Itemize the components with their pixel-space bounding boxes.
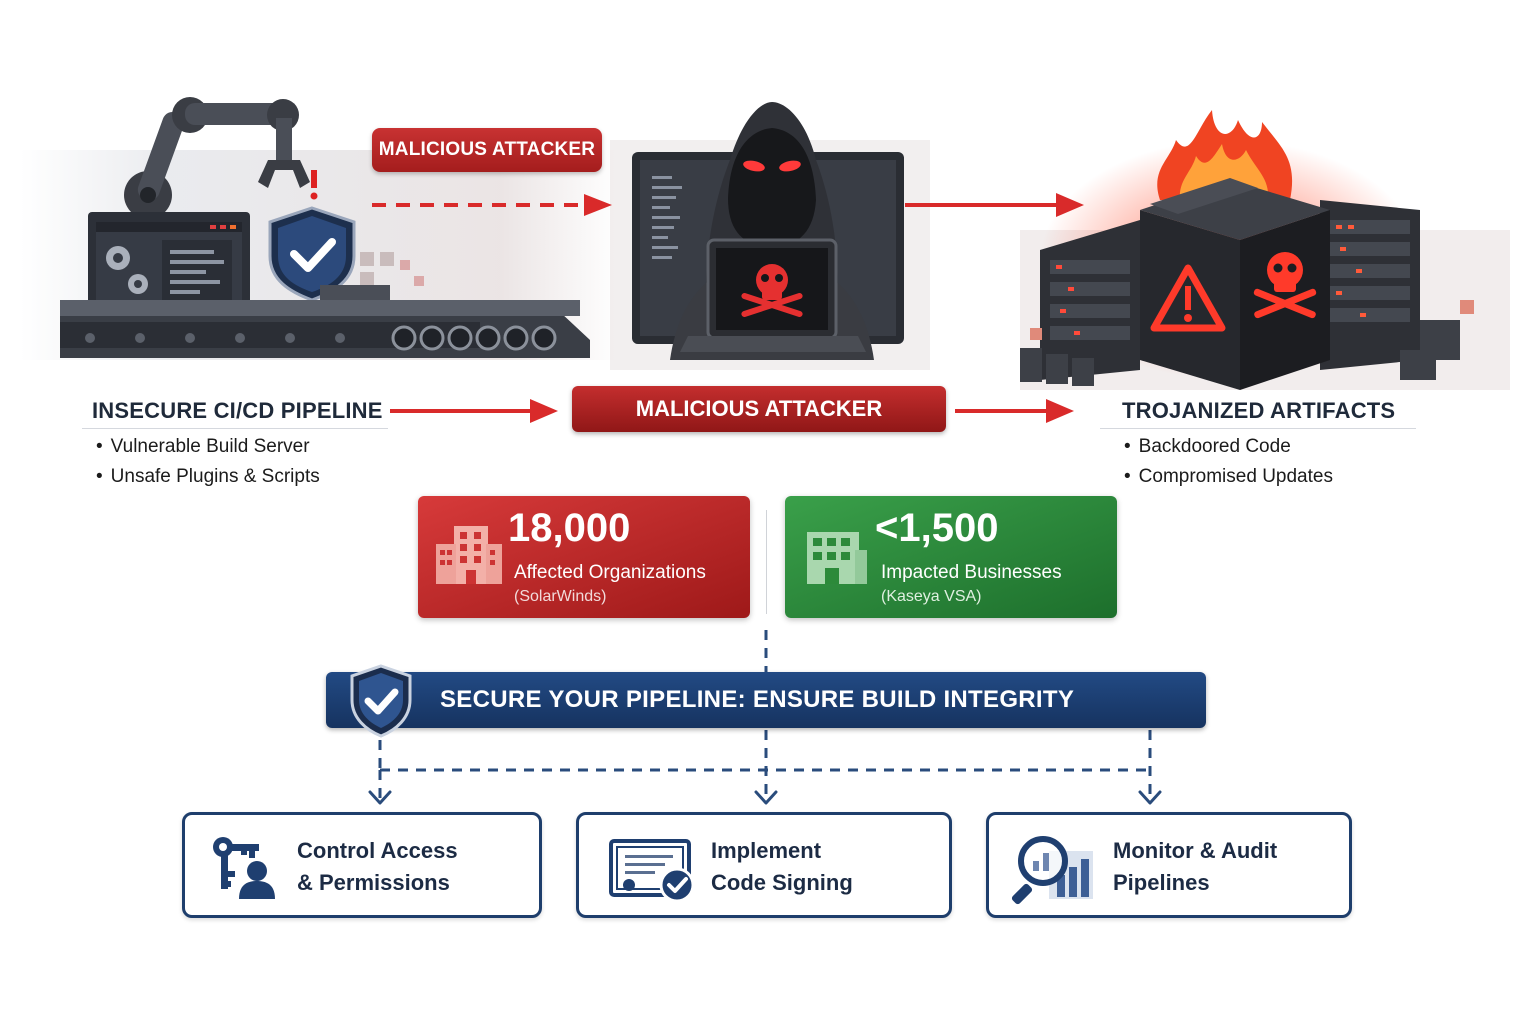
skull-icon <box>741 264 803 317</box>
server-rack-right <box>1320 200 1420 370</box>
divider <box>82 428 388 429</box>
office-building-icon <box>807 532 867 584</box>
action-line-1: Control Access <box>297 838 458 863</box>
stat-label: Impacted Businesses <box>881 562 1062 583</box>
action-line-2: & Permissions <box>297 870 450 895</box>
flow-arrows <box>372 193 1084 423</box>
action-card-monitor[interactable]: Monitor & Audit Pipelines <box>986 812 1352 918</box>
banner-title: SECURE YOUR PIPELINE: ENSURE BUILD INTEG… <box>440 686 1075 713</box>
stat-source: (SolarWinds) <box>514 588 607 605</box>
bullet-item: Vulnerable Build Server <box>96 432 320 462</box>
artifacts-stage-bullets: Backdoored Code Compromised Updates <box>1124 432 1333 492</box>
action-label: Monitor & Audit Pipelines <box>1113 835 1277 899</box>
stat-card-solarwinds: 18,000 Affected Organizations (SolarWind… <box>418 496 750 618</box>
action-line-2: Pipelines <box>1113 870 1210 895</box>
action-card-signing[interactable]: Implement Code Signing <box>576 812 952 918</box>
stat-label: Affected Organizations <box>514 562 706 583</box>
hacker-illustration <box>610 102 930 370</box>
trojan-artifacts-illustration <box>1020 110 1510 390</box>
bullet-item: Compromised Updates <box>1124 462 1333 492</box>
key-user-icon <box>213 837 275 899</box>
stats-divider <box>766 510 767 614</box>
action-line-2: Code Signing <box>711 870 853 895</box>
secure-pipeline-banner: SECURE YOUR PIPELINE: ENSURE BUILD INTEG… <box>326 664 1206 738</box>
shield-check-icon <box>350 664 412 738</box>
office-building-icon <box>436 526 502 584</box>
artifacts-stage-title: TROJANIZED ARTIFACTS <box>1122 398 1396 423</box>
action-line-1: Monitor & Audit <box>1113 838 1278 863</box>
divider <box>1100 428 1416 429</box>
stat-value: 18,000 <box>508 506 631 550</box>
attacker-label-main: MALICIOUS ATTACKER <box>572 386 946 432</box>
action-card-access[interactable]: Control Access & Permissions <box>182 812 542 918</box>
conveyor-belt <box>60 285 590 358</box>
action-line-1: Implement <box>711 838 822 863</box>
bullet-item: Unsafe Plugins & Scripts <box>96 462 320 492</box>
bullet-item: Backdoored Code <box>1124 432 1333 462</box>
robot-arm-icon <box>124 97 310 219</box>
stat-value: <1,500 <box>875 506 999 550</box>
malicious-package-icon <box>1140 178 1330 390</box>
server-rack-left <box>1040 220 1140 380</box>
pipeline-illustration <box>20 97 620 360</box>
pipeline-stage-title: INSECURE CI/CD PIPELINE <box>92 398 383 423</box>
stat-card-kaseya: <1,500 Impacted Businesses (Kaseya VSA) <box>785 496 1117 618</box>
connector-lines <box>368 630 1162 805</box>
attacker-label-top: MALICIOUS ATTACKER <box>372 128 602 172</box>
stat-source: (Kaseya VSA) <box>881 588 982 605</box>
action-label: Implement Code Signing <box>711 835 853 899</box>
pipeline-stage-bullets: Vulnerable Build Server Unsafe Plugins &… <box>96 432 320 492</box>
certificate-check-icon <box>609 839 695 903</box>
magnifier-chart-icon <box>1011 836 1093 905</box>
shield-check-icon <box>268 206 356 302</box>
action-label: Control Access & Permissions <box>297 835 458 899</box>
